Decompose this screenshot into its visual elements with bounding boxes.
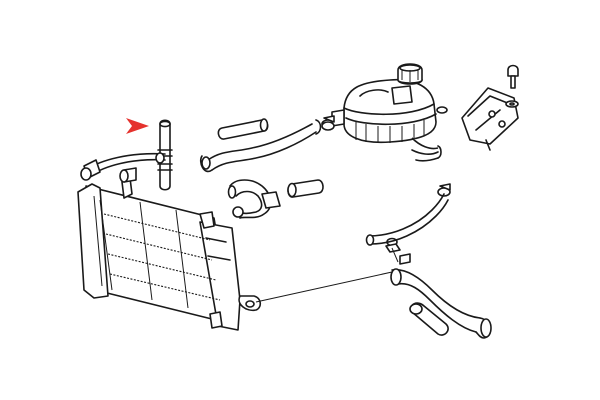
bracket-bolt [507, 64, 519, 89]
expansion-tank [331, 79, 439, 150]
tank-mounting-bracket [461, 87, 519, 151]
curved-bypass-hose [227, 179, 281, 219]
small-radiator-hose-elbow [287, 179, 324, 198]
pointer-arrow [126, 118, 149, 134]
leader-lines [255, 247, 399, 303]
straight-hose-short [217, 118, 269, 140]
return-hose-upper [365, 193, 449, 246]
hose-clamps [238, 115, 451, 312]
upper-bleed-hose-with-fitting [80, 152, 166, 181]
bracket-nut [505, 100, 519, 108]
expansion-tank-cap [397, 63, 423, 85]
lower-radiator-hose [390, 268, 492, 339]
short-hose-stub [411, 145, 442, 162]
coupling-sleeve [119, 167, 137, 183]
tank-cap-seal-ring [436, 106, 448, 114]
breather-hose-highlighted [157, 119, 173, 191]
radiator [77, 174, 241, 331]
